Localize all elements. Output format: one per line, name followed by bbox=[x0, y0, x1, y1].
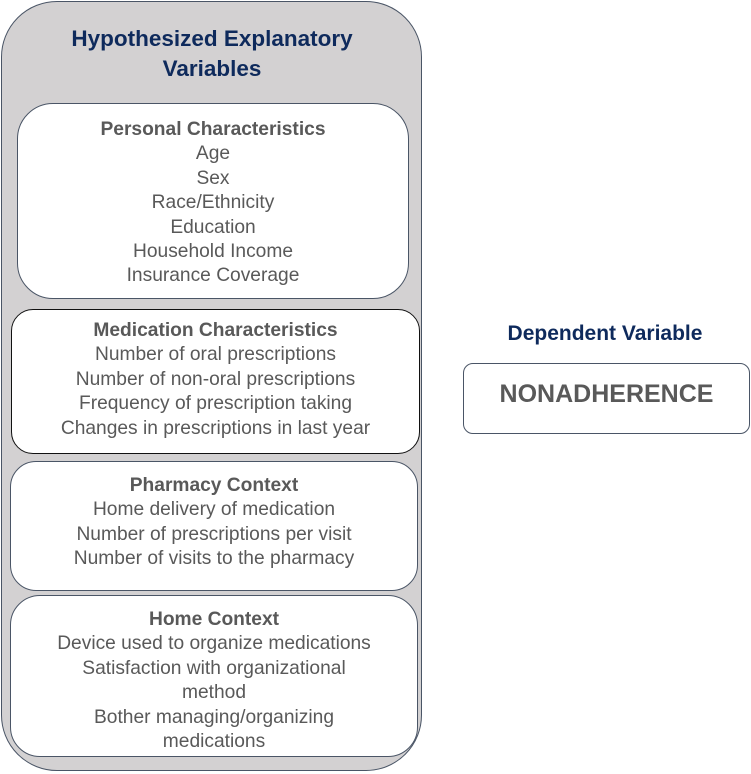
variable-item: Race/Ethnicity bbox=[151, 192, 275, 214]
variable-item: Education bbox=[170, 216, 256, 238]
variable-item: Number of prescriptions per visit bbox=[76, 523, 352, 545]
variable-item: method bbox=[182, 682, 246, 704]
personal-characteristics-title: Personal Characteristics bbox=[100, 119, 326, 140]
pharmacy-context-box: Pharmacy Context Home delivery of medica… bbox=[10, 461, 418, 591]
explanatory-title-line-2: Variables bbox=[162, 56, 262, 81]
home-context-box: Home Context Device used to organize med… bbox=[10, 595, 418, 757]
variable-item: Bother managing/organizing bbox=[93, 706, 334, 728]
home-context-title: Home Context bbox=[148, 609, 280, 630]
medication-characteristics-box: Medication Characteristics Number of ora… bbox=[11, 309, 420, 454]
explanatory-variables-title: Hypothesized Explanatory Variables bbox=[0, 24, 424, 84]
variable-item: medications bbox=[162, 731, 266, 753]
dependent-variable-label: Dependent Variable bbox=[507, 322, 703, 345]
variable-item: Device used to organize medications bbox=[57, 633, 371, 655]
variable-item: Age bbox=[195, 143, 231, 165]
explanatory-title-line-1: Hypothesized Explanatory bbox=[71, 26, 353, 51]
variable-item: Number of oral prescriptions bbox=[94, 344, 336, 366]
variable-item: Frequency of prescription taking bbox=[78, 393, 353, 415]
variable-item: Number of non-oral prescriptions bbox=[75, 368, 356, 390]
pharmacy-context-title: Pharmacy Context bbox=[129, 475, 299, 496]
variable-item: Insurance Coverage bbox=[126, 265, 300, 287]
nonadherence-box: NONADHERENCE bbox=[463, 363, 750, 434]
variable-item: Changes in prescriptions in last year bbox=[60, 417, 371, 439]
medication-characteristics-title: Medication Characteristics bbox=[93, 320, 338, 341]
variable-item: Satisfaction with organizational bbox=[82, 657, 346, 679]
variable-item: Sex bbox=[196, 167, 230, 189]
variable-item: Number of visits to the pharmacy bbox=[73, 548, 355, 570]
variable-item: Household Income bbox=[133, 241, 293, 263]
variable-item: Home delivery of medication bbox=[92, 499, 336, 521]
personal-characteristics-box: Personal Characteristics Age Sex Race/Et… bbox=[17, 103, 409, 299]
